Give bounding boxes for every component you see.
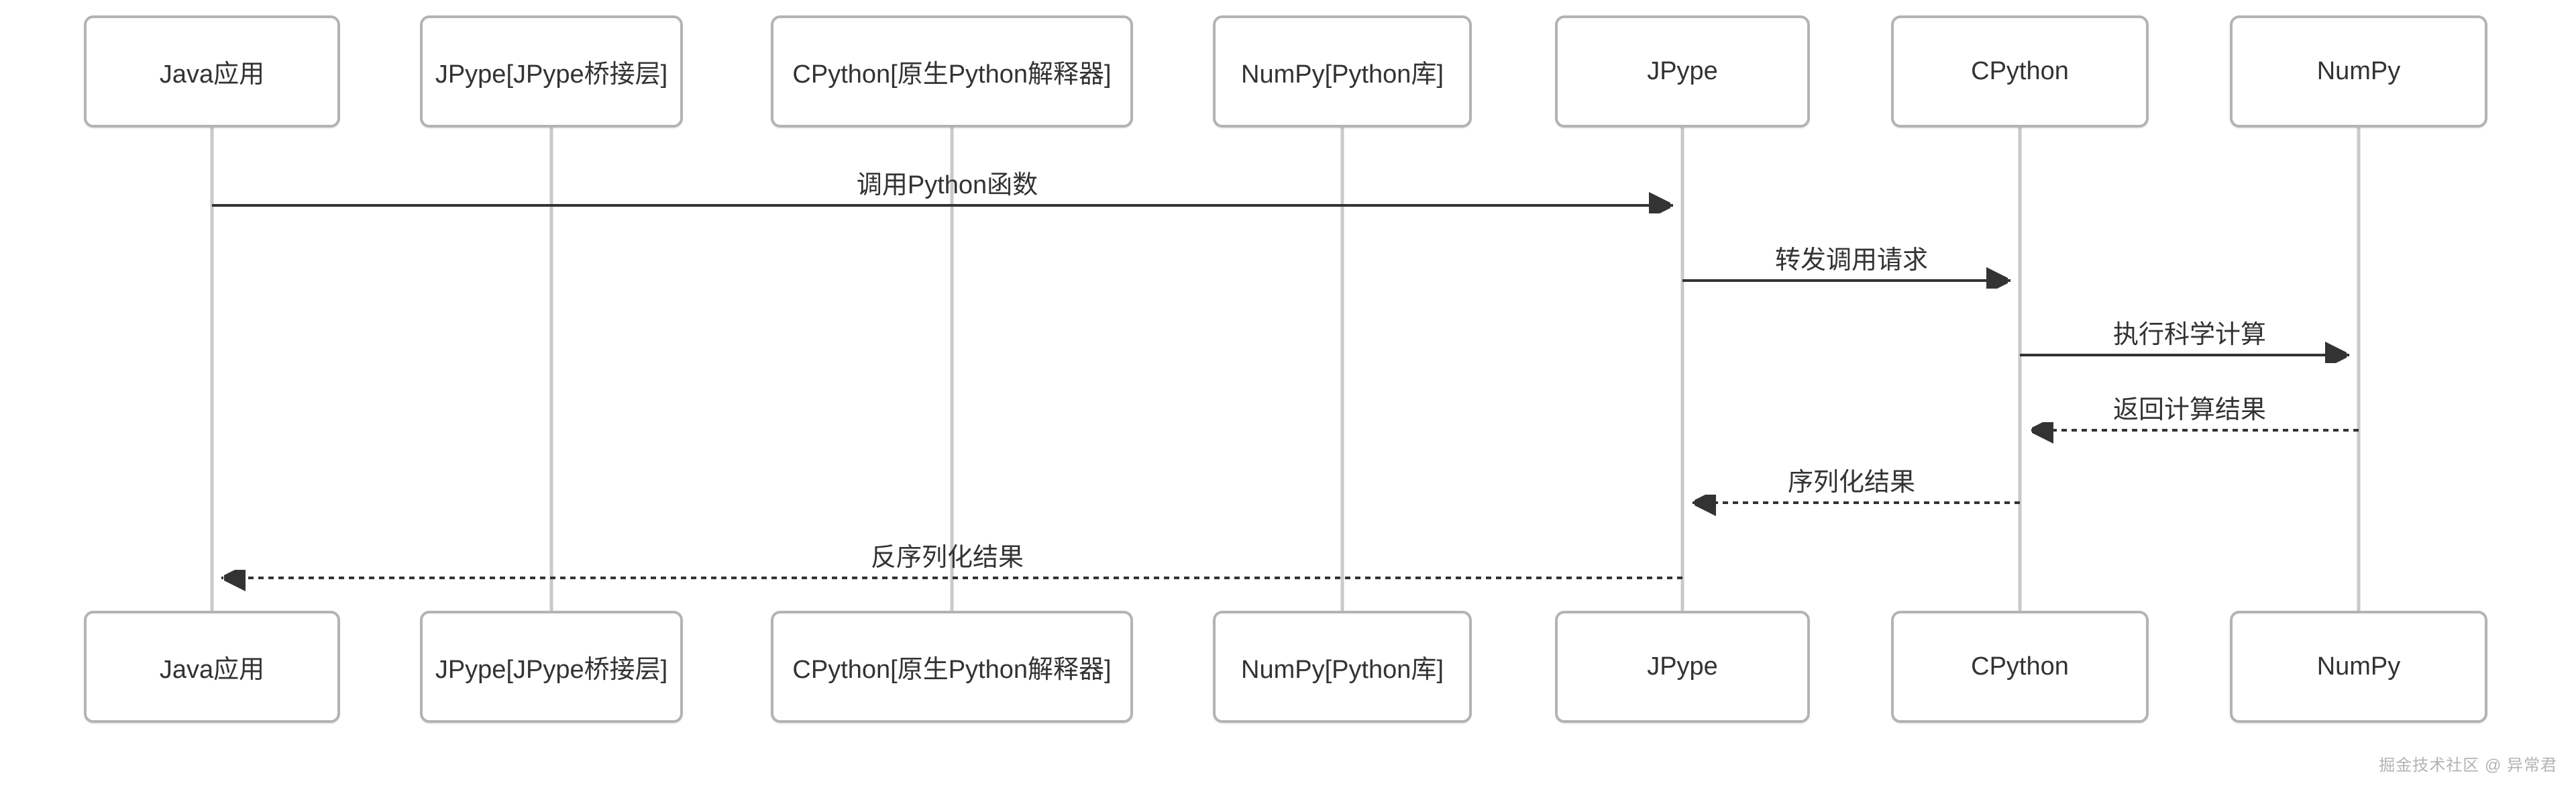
- actor-label: CPython: [1971, 652, 2069, 681]
- message-label-4: 返回计算结果: [2113, 396, 2266, 424]
- actor-top-cpython: CPython: [1891, 15, 2149, 128]
- message-label-1: 调用Python函数: [857, 171, 1038, 199]
- actor-label: CPython: [1971, 57, 2069, 85]
- actor-label: NumPy: [2316, 57, 2401, 85]
- actor-bottom-cpython-interpreter: CPython[原生Python解释器]: [771, 611, 1133, 723]
- actor-bottom-numpy: NumPy: [2230, 611, 2487, 723]
- actor-label: JPype[JPype桥接层]: [435, 60, 668, 89]
- actor-bottom-cpython: CPython: [1891, 611, 2149, 723]
- actor-label: NumPy[Python库]: [1241, 656, 1444, 684]
- message-label-5: 序列化结果: [1788, 468, 1915, 497]
- actor-top-jpype-bridge: JPype[JPype桥接层]: [420, 15, 683, 128]
- actor-top-numpy: NumPy: [2230, 15, 2487, 128]
- actor-top-jpype: JPype: [1555, 15, 1810, 128]
- message-label-6: 反序列化结果: [871, 544, 1024, 572]
- watermark-text: 掘金技术社区 @ 异常君: [2379, 756, 2557, 775]
- actor-bottom-numpy-lib: NumPy[Python库]: [1213, 611, 1472, 723]
- actor-label: Java应用: [159, 60, 265, 89]
- actor-label: JPype: [1647, 652, 1718, 681]
- actor-bottom-jpype: JPype: [1555, 611, 1810, 723]
- actor-bottom-jpype-bridge: JPype[JPype桥接层]: [420, 611, 683, 723]
- actor-label: CPython[原生Python解释器]: [792, 656, 1112, 684]
- actor-top-java-app: Java应用: [84, 15, 340, 128]
- actor-label: Java应用: [159, 656, 265, 684]
- actor-top-numpy-lib: NumPy[Python库]: [1213, 15, 1472, 128]
- actor-label: CPython[原生Python解释器]: [792, 60, 1112, 89]
- actor-bottom-java-app: Java应用: [84, 611, 340, 723]
- actor-label: NumPy: [2316, 652, 2401, 681]
- actor-label: NumPy[Python库]: [1241, 60, 1444, 89]
- message-label-2: 转发调用请求: [1775, 246, 1928, 275]
- actor-label: JPype: [1647, 57, 1718, 85]
- message-label-3: 执行科学计算: [2113, 321, 2266, 349]
- actor-label: JPype[JPype桥接层]: [435, 656, 668, 684]
- actor-top-cpython-interpreter: CPython[原生Python解释器]: [771, 15, 1133, 128]
